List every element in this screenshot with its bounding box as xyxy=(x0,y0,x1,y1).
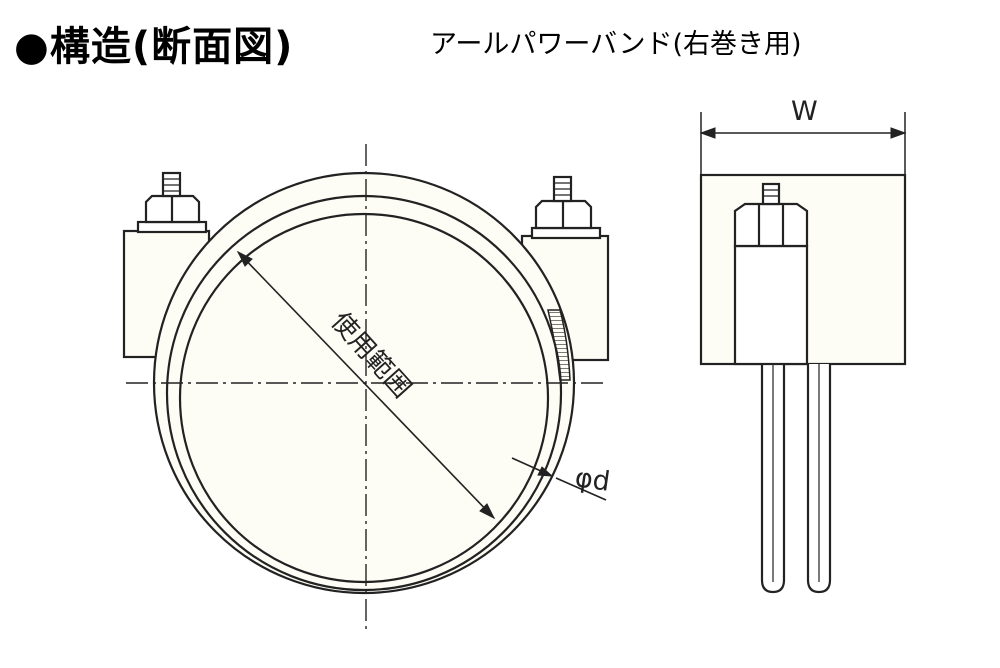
diameter-arrow-out xyxy=(555,477,607,501)
hatched-area xyxy=(547,309,571,381)
width-label: W xyxy=(791,96,818,127)
left-washer xyxy=(136,220,208,234)
product-subtitle: アールパワーバンド(右巻き用) xyxy=(430,29,802,60)
side-bolt xyxy=(761,182,781,206)
side-nut xyxy=(733,202,809,248)
diameter-label: φd xyxy=(573,462,612,498)
side-terminal-column xyxy=(733,244,809,366)
pipe-circle xyxy=(178,212,550,584)
page-title: ●構造(断面図) xyxy=(14,24,294,70)
cross-section-view xyxy=(122,144,610,632)
usage-range-dimension xyxy=(237,251,495,519)
right-washer xyxy=(530,226,602,240)
side-view xyxy=(699,112,907,594)
